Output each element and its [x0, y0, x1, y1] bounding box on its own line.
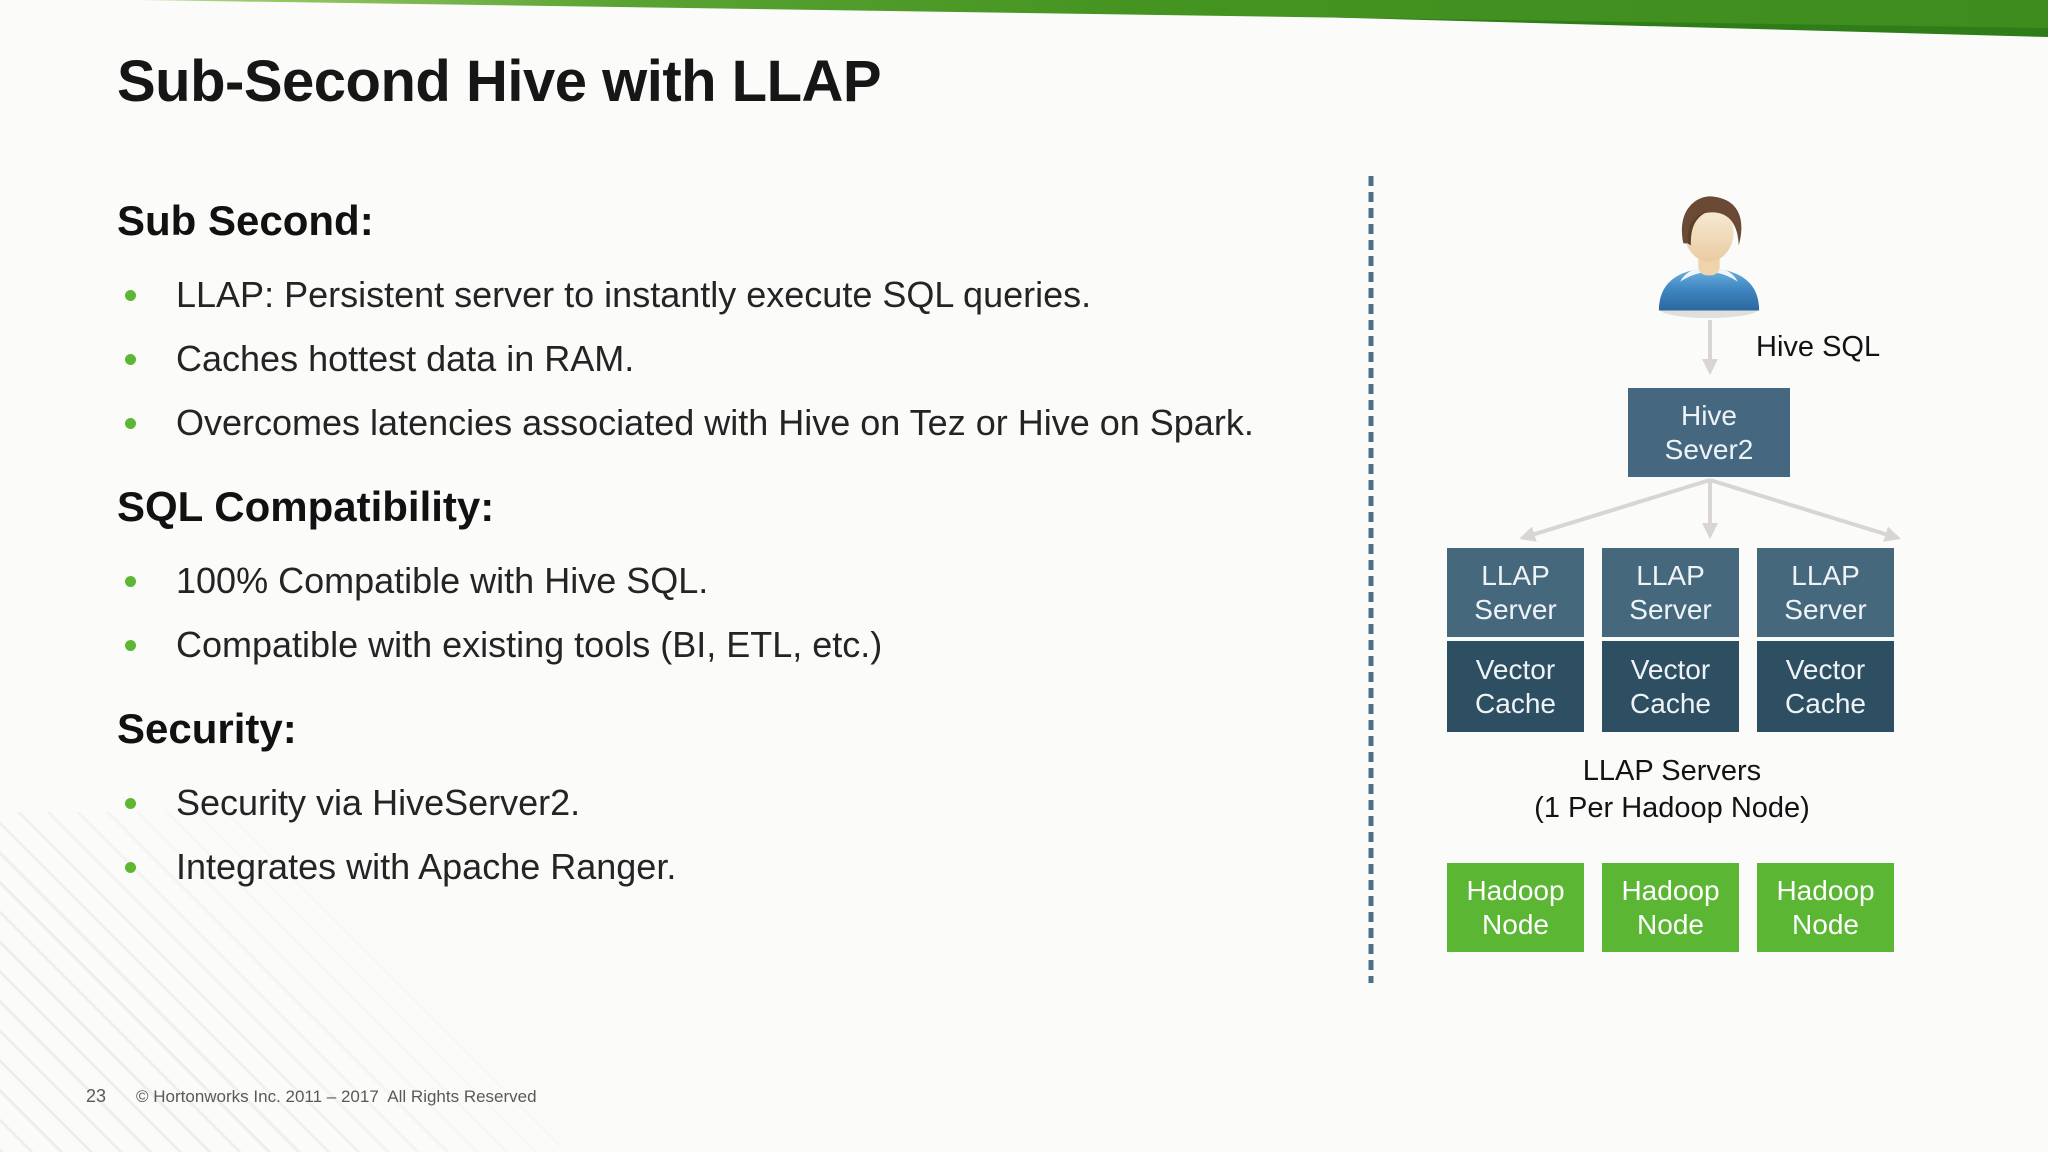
bullet-text: Integrates with Apache Ranger.: [176, 846, 677, 887]
vector-cache-box-2: Vector Cache: [1602, 641, 1739, 732]
bullet-text: Security via HiveServer2.: [176, 782, 581, 823]
vector-cache-line2: Cache: [1785, 687, 1866, 719]
llap-server-line1: LLAP: [1481, 559, 1550, 591]
list-item: Overcomes latencies associated with Hive…: [117, 399, 1317, 447]
bullet-dot-icon: [125, 289, 136, 301]
hive-server2-line2: Sever2: [1664, 433, 1754, 465]
bullet-content-column: Sub Second: LLAP: Persistent server to i…: [117, 197, 1317, 907]
arrow-hiveserver-to-llap-1: [1519, 478, 1711, 542]
list-item: Compatible with existing tools (BI, ETL,…: [117, 621, 1317, 669]
hadoop-node-line2: Node: [1482, 908, 1549, 940]
section-heading-sql-compatibility: SQL Compatibility:: [117, 483, 495, 530]
bullet-dot-icon: [125, 353, 136, 365]
bullet-dot-icon: [125, 417, 136, 429]
llap-server-box-2: LLAP Server: [1602, 548, 1739, 637]
vector-cache-box-3: Vector Cache: [1757, 641, 1894, 732]
bullet-text: LLAP: Persistent server to instantly exe…: [176, 274, 1092, 315]
llap-server-line2: Server: [1784, 593, 1867, 625]
arrow-hiveserver-to-llap-3: [1709, 478, 1901, 542]
hadoop-node-box-3: Hadoop Node: [1757, 863, 1894, 952]
list-item: Security via HiveServer2.: [117, 779, 1317, 827]
bullet-dot-icon: [125, 575, 136, 587]
section-heading-sub-second: Sub Second:: [117, 197, 374, 244]
bullet-dot-icon: [125, 797, 136, 809]
vector-cache-line2: Cache: [1630, 687, 1711, 719]
vector-cache-line2: Cache: [1475, 687, 1556, 719]
hadoop-node-line1: Hadoop: [1621, 874, 1720, 906]
user-icon: [1658, 196, 1760, 318]
hive-sql-arrow-label: Hive SQL: [1756, 331, 1881, 363]
slide-title: Sub-Second Hive with LLAP: [117, 49, 882, 114]
page-number: 23: [86, 1086, 107, 1106]
llap-servers-caption-line2: (1 Per Hadoop Node): [1534, 792, 1810, 824]
hadoop-node-line1: Hadoop: [1466, 874, 1565, 906]
vector-cache-line1: Vector: [1630, 653, 1711, 685]
bullet-text: Caches hottest data in RAM.: [176, 338, 635, 379]
hadoop-node-line2: Node: [1637, 908, 1704, 940]
bullet-dot-icon: [125, 639, 136, 651]
llap-server-box-3: LLAP Server: [1757, 548, 1894, 637]
bullet-text: Compatible with existing tools (BI, ETL,…: [176, 624, 883, 665]
llap-server-box-1: LLAP Server: [1447, 548, 1584, 637]
bullet-text: Overcomes latencies associated with Hive…: [176, 402, 1254, 443]
section-heading-security: Security:: [117, 705, 297, 752]
bullet-dot-icon: [125, 861, 136, 873]
hadoop-node-box-1: Hadoop Node: [1447, 863, 1584, 952]
hadoop-node-line2: Node: [1792, 908, 1859, 940]
vector-cache-box-1: Vector Cache: [1447, 641, 1584, 732]
bullet-list-sql-compatibility: 100% Compatible with Hive SQL. Compatibl…: [117, 557, 1317, 669]
llap-servers-caption-line1: LLAP Servers: [1582, 755, 1762, 787]
vector-cache-line1: Vector: [1475, 653, 1556, 685]
hadoop-node-line1: Hadoop: [1776, 874, 1875, 906]
list-item: LLAP: Persistent server to instantly exe…: [117, 271, 1317, 319]
vector-cache-line1: Vector: [1785, 653, 1866, 685]
copyright-footer: © Hortonworks Inc. 2011 – 2017 All Right…: [136, 1087, 537, 1106]
bullet-list-sub-second: LLAP: Persistent server to instantly exe…: [117, 271, 1317, 447]
llap-servers-caption: LLAP Servers (1 Per Hadoop Node): [1447, 753, 1897, 827]
hadoop-node-box-2: Hadoop Node: [1602, 863, 1739, 952]
hive-server2-line1: Hive: [1680, 399, 1737, 431]
diagonal-watermark-pattern: [0, 812, 560, 1152]
llap-server-line2: Server: [1474, 593, 1557, 625]
bullet-list-security: Security via HiveServer2. Integrates wit…: [117, 779, 1317, 891]
list-item: Caches hottest data in RAM.: [117, 335, 1317, 383]
list-item: Integrates with Apache Ranger.: [117, 843, 1317, 891]
bullet-text: 100% Compatible with Hive SQL.: [176, 560, 709, 601]
hive-server2-box: Hive Sever2: [1628, 388, 1790, 477]
llap-server-line1: LLAP: [1636, 559, 1705, 591]
llap-server-line2: Server: [1629, 593, 1712, 625]
llap-server-line1: LLAP: [1791, 559, 1860, 591]
list-item: 100% Compatible with Hive SQL.: [117, 557, 1317, 605]
